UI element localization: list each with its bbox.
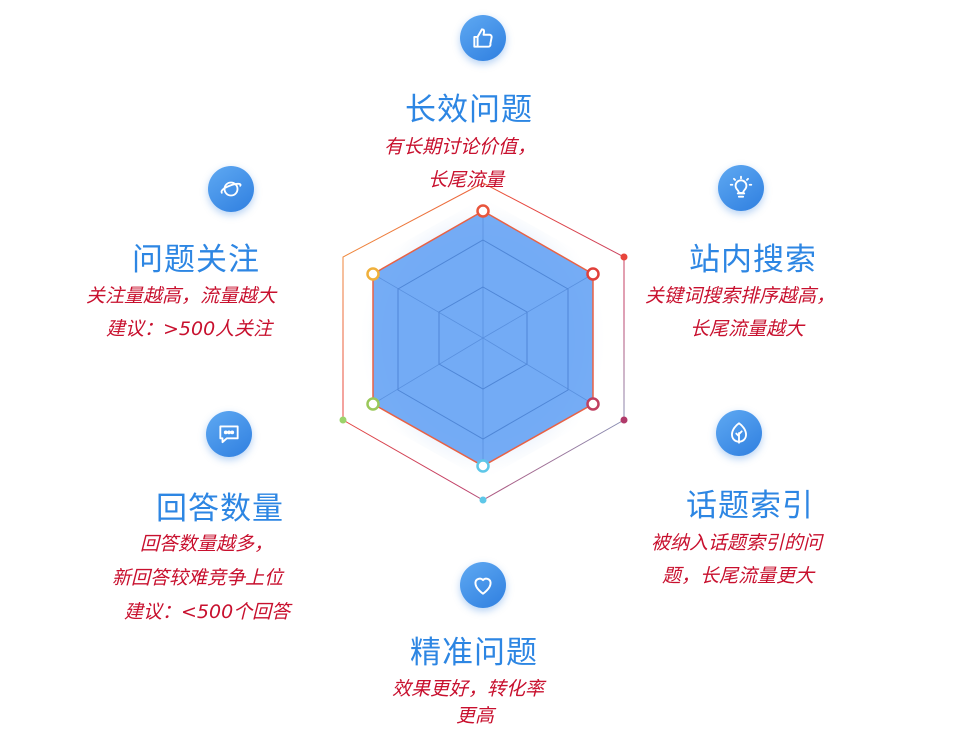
node-desc-upper-left-line1: 关注量越高，流量越大 bbox=[86, 285, 277, 307]
node-desc-lower-left-line3: 建议：<500个回答 bbox=[124, 601, 291, 623]
lightbulb-icon bbox=[718, 165, 764, 211]
chat-bubble-icon bbox=[206, 411, 252, 457]
vertex-upper-right bbox=[586, 267, 600, 281]
node-desc-bottom-line1: 效果更好，转化率 bbox=[392, 678, 545, 700]
vertex-top bbox=[476, 204, 490, 218]
node-desc-top-line1: 有长期讨论价值， bbox=[384, 136, 537, 158]
node-desc-top-line2: 长尾流量 bbox=[428, 169, 505, 191]
node-title-upper-right: 站内搜索 bbox=[689, 242, 817, 278]
node-desc-upper-right-line2: 长尾流量越大 bbox=[690, 318, 805, 340]
outer-dot-lower-left bbox=[339, 416, 347, 424]
vertex-markers bbox=[366, 204, 600, 473]
node-desc-lower-left-line2: 新回答较难竞争上位 bbox=[112, 567, 284, 589]
node-desc-lower-left-line1: 回答数量越多， bbox=[140, 533, 274, 555]
node-desc-lower-right-line2: 题，长尾流量更大 bbox=[662, 565, 815, 587]
heart-icon bbox=[460, 562, 506, 608]
node-title-top: 长效问题 bbox=[405, 92, 533, 128]
node-desc-bottom-line2: 更高 bbox=[456, 705, 495, 727]
thumbs-up-icon bbox=[460, 15, 506, 61]
outer-dot-bottom bbox=[479, 496, 487, 504]
node-title-lower-left: 回答数量 bbox=[156, 491, 284, 527]
planet-icon bbox=[208, 166, 254, 212]
vertex-bottom bbox=[476, 459, 490, 473]
node-desc-upper-right-line1: 关键词搜索排序越高， bbox=[645, 285, 836, 307]
outer-dot-lower-right bbox=[620, 416, 628, 424]
node-title-bottom: 精准问题 bbox=[410, 635, 538, 671]
radar-axes bbox=[372, 211, 594, 466]
outer-dot-upper-right bbox=[620, 253, 628, 261]
vertex-upper-left bbox=[366, 267, 380, 281]
node-title-upper-left: 问题关注 bbox=[132, 242, 260, 278]
node-desc-upper-left-line2: 建议：>500人关注 bbox=[106, 318, 273, 340]
node-title-lower-right: 话题索引 bbox=[686, 488, 814, 524]
vertex-lower-right bbox=[586, 397, 600, 411]
leaf-icon bbox=[716, 410, 762, 456]
vertex-lower-left bbox=[366, 397, 380, 411]
node-desc-lower-right-line1: 被纳入话题索引的问 bbox=[651, 532, 823, 554]
